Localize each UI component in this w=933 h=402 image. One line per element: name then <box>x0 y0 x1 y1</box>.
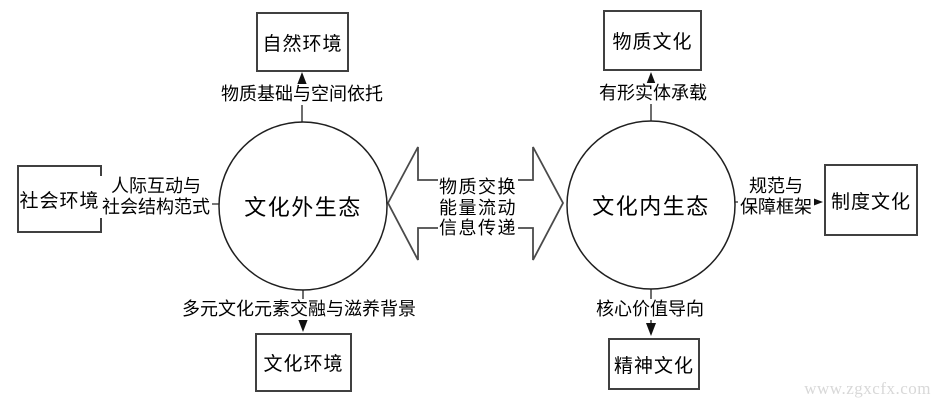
inner-ecology-circle <box>566 120 736 290</box>
box-natural-environment: 自然环境 <box>256 12 349 72</box>
edge-label-natural: 物质基础与空间依托 <box>219 84 385 105</box>
edge-label-social: 人际互动与 社会结构范式 <box>100 176 212 218</box>
arrowhead-to-spiritual-icon <box>646 323 656 336</box>
edge-label-institutional-line2: 保障框架 <box>740 197 812 217</box>
edge-label-material: 有形实体承载 <box>597 83 709 104</box>
edge-label-social-line2: 社会结构范式 <box>102 197 210 217</box>
double-arrow-label-line2: 能量流动 <box>438 197 518 218</box>
box-cultural-environment: 文化环境 <box>255 333 352 392</box>
edge-label-institutional: 规范与 保障框架 <box>738 176 814 218</box>
edge-label-cultural: 多元文化元素交融与滋养背景 <box>180 299 418 320</box>
arrowhead-to-cultural-icon <box>298 319 308 332</box>
double-arrow-label-line3: 信息传递 <box>438 218 518 239</box>
box-material-culture: 物质文化 <box>603 10 702 71</box>
edge-label-spiritual: 核心价值导向 <box>594 299 706 320</box>
edge-label-institutional-line1: 规范与 <box>749 176 803 196</box>
watermark-text: www.zgxcfx.com <box>804 379 931 398</box>
double-arrow-label-line1: 物质交换 <box>438 177 518 198</box>
box-social-environment: 社会环境 <box>17 165 102 233</box>
arrowhead-to-natural-icon <box>297 72 307 85</box>
inner-ecology-label: 文化内生态 <box>592 194 710 219</box>
box-institutional-culture: 制度文化 <box>824 164 918 236</box>
outer-ecology-circle <box>218 121 388 291</box>
outer-ecology-label: 文化外生态 <box>244 195 362 220</box>
double-arrow-label: 物质交换 能量流动 信息传递 <box>438 177 518 239</box>
edge-label-social-line1: 人际互动与 <box>111 176 201 196</box>
box-spiritual-culture: 精神文化 <box>608 338 700 390</box>
arrowhead-to-material-icon <box>646 72 656 85</box>
